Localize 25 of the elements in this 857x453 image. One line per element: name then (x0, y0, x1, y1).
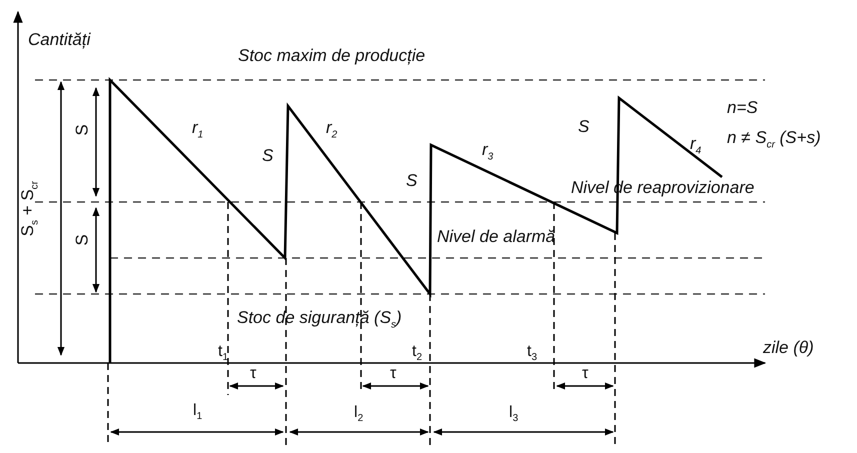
level-label: Nivel de alarmă (437, 227, 556, 247)
rate-label: r$_{4}$ (690, 134, 702, 158)
rate-label: r$_{3}$ (482, 140, 494, 164)
rate-label: r$_{2}$ (326, 118, 338, 142)
level-label: Stoc maxim de producție (238, 46, 426, 66)
time-label: t$_{2}$ (412, 342, 422, 366)
quantity-label: S (406, 171, 418, 191)
dimension-label: S (72, 124, 92, 136)
level-label: Stoc de siguranță (S$_{s}$) (237, 308, 402, 332)
quantity-label: S (578, 117, 590, 137)
dimension-label: S (72, 234, 92, 246)
interval-label: τ (582, 364, 588, 384)
formula-label: n ≠ S$_{cr}$ (S+s) (727, 128, 821, 152)
axis-title: zile (θ) (763, 338, 814, 358)
interval-label: l$_{1}$ (193, 401, 202, 424)
time-label: t$_{1}$ (218, 342, 228, 366)
axis-title: Cantități (28, 30, 90, 50)
rate-label: r$_{1}$ (192, 118, 204, 142)
interval-label: τ (250, 364, 256, 384)
quantity-label: S (262, 146, 274, 166)
interval-label: τ (390, 364, 396, 384)
interval-label: l$_{2}$ (354, 403, 364, 426)
formula-label: n=S (727, 98, 758, 118)
interval-label: l$_{3}$ (509, 403, 518, 426)
time-label: t$_{3}$ (527, 342, 538, 366)
